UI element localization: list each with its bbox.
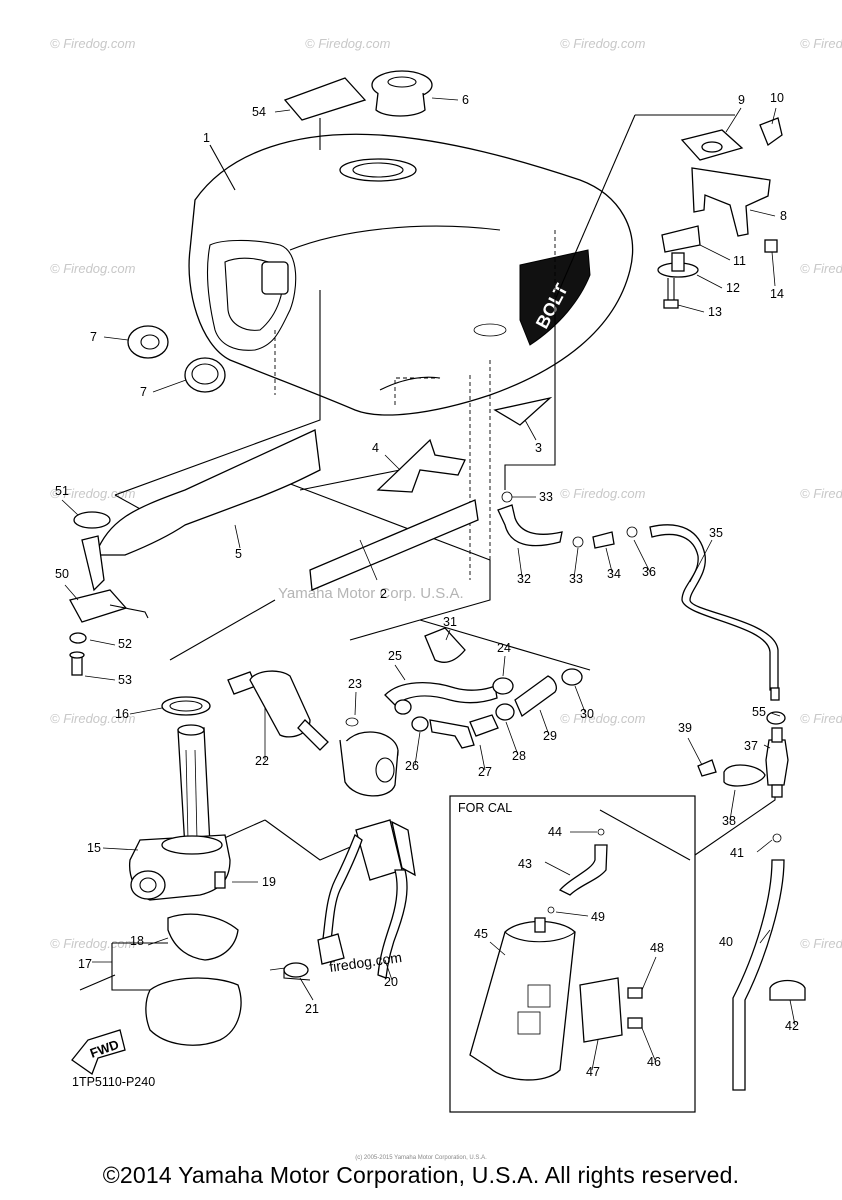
callout-number: 11 bbox=[733, 254, 746, 268]
callout-number: 7 bbox=[140, 385, 147, 399]
rear-bracket bbox=[657, 117, 783, 309]
watermark: © Firedog.com bbox=[50, 936, 136, 951]
callout-number: 9 bbox=[738, 93, 745, 107]
callout-number: 32 bbox=[517, 572, 531, 586]
callout-number: 33 bbox=[539, 490, 553, 504]
callout-number: 20 bbox=[384, 975, 398, 989]
callout-number: 51 bbox=[55, 484, 69, 498]
callout-number: 36 bbox=[642, 565, 656, 579]
callout-number: 46 bbox=[647, 1055, 661, 1069]
callout-number: 54 bbox=[252, 105, 266, 119]
callout-number: 52 bbox=[118, 637, 132, 651]
callout-number: 3 bbox=[535, 441, 542, 455]
right-side-parts bbox=[697, 711, 806, 1091]
callout-number: 21 bbox=[305, 1002, 319, 1016]
callout-number: 33 bbox=[569, 572, 583, 586]
callout-number: 49 bbox=[591, 910, 605, 924]
box-title: FOR CAL bbox=[458, 801, 512, 815]
callout-number: 16 bbox=[115, 707, 129, 721]
watermark: © Firedog.com bbox=[800, 936, 842, 951]
callout-number: 43 bbox=[518, 857, 532, 871]
center-watermark: Yamaha Motor Corp. U.S.A. bbox=[278, 585, 464, 602]
for-cal-box: FOR CAL bbox=[449, 795, 696, 1113]
watermarks: © Firedog.com © Firedog.com © Firedog.co… bbox=[50, 36, 842, 951]
watermark: © Firedog.com bbox=[305, 36, 391, 51]
callout-number: 6 bbox=[462, 93, 469, 107]
watermark: © Firedog.com bbox=[800, 36, 842, 51]
callout-number: 7 bbox=[90, 330, 97, 344]
callout-number: 18 bbox=[130, 934, 144, 948]
callout-number: 48 bbox=[650, 941, 664, 955]
petcock-parts bbox=[69, 511, 149, 676]
leader-lines bbox=[79, 114, 776, 991]
callout-number: 22 bbox=[255, 754, 269, 768]
callout-number: 28 bbox=[512, 749, 526, 763]
callout-number: 14 bbox=[770, 287, 784, 301]
callout-number: 1 bbox=[203, 131, 210, 145]
callout-number: 2 bbox=[380, 587, 387, 601]
callout-number: 47 bbox=[586, 1065, 600, 1079]
callout-number: 13 bbox=[708, 305, 722, 319]
fwd-arrow-icon: FWD bbox=[71, 1029, 126, 1076]
callout-number: 35 bbox=[709, 526, 723, 540]
callout-numbers: 1 2 3 4 5 6 7 7 8 9 10 11 12 13 14 15 16… bbox=[55, 91, 799, 1079]
callout-number: 50 bbox=[55, 567, 69, 581]
vent-hoses bbox=[497, 491, 780, 701]
callout-number: 25 bbox=[388, 649, 402, 663]
callout-number: 39 bbox=[678, 721, 692, 735]
copyright-footer: ©2014 Yamaha Motor Corporation, U.S.A. A… bbox=[102, 1162, 740, 1188]
callout-number: 37 bbox=[744, 739, 758, 753]
watermark: © Firedog.com bbox=[50, 36, 136, 51]
fuel-cap bbox=[371, 70, 433, 117]
callout-number: 34 bbox=[607, 567, 621, 581]
solenoid-valve: firedog.com bbox=[283, 819, 416, 981]
callout-number: 45 bbox=[474, 927, 488, 941]
callout-number: 40 bbox=[719, 935, 733, 949]
callout-number: 5 bbox=[235, 547, 242, 561]
callout-number: 27 bbox=[478, 765, 492, 779]
watermark: © Firedog.com bbox=[800, 261, 842, 276]
callout-number: 26 bbox=[405, 759, 419, 773]
bolt-badge-stripe bbox=[519, 249, 591, 346]
part-code: 1TP5110-P240 bbox=[72, 1075, 155, 1089]
callout-number: 38 bbox=[722, 814, 736, 828]
fuel-tank: BOLT bbox=[188, 133, 634, 416]
footer-small-print: (c) 2005-2015 Yamaha Motor Corporation, … bbox=[355, 1155, 487, 1161]
callout-leaders bbox=[61, 97, 796, 1071]
watermark: © Firedog.com bbox=[800, 711, 842, 726]
watermark: © Firedog.com bbox=[560, 36, 646, 51]
watermark: © Firedog.com bbox=[50, 261, 136, 276]
watermark: © Firedog.com bbox=[50, 486, 136, 501]
watermark: © Firedog.com bbox=[560, 486, 646, 501]
callout-number: 41 bbox=[730, 846, 744, 860]
callout-number: 17 bbox=[78, 957, 92, 971]
fuel-cock bbox=[111, 724, 242, 1046]
callout-number: 30 bbox=[580, 707, 594, 721]
heat-shields bbox=[94, 77, 553, 591]
watermark: © Firedog.com bbox=[560, 711, 646, 726]
fuel-filter bbox=[161, 670, 399, 797]
fuel-pipes bbox=[384, 627, 583, 749]
callout-number: 24 bbox=[497, 641, 511, 655]
damper-grommets bbox=[127, 325, 226, 393]
watermark: © Firedog.com bbox=[800, 486, 842, 501]
callout-number: 12 bbox=[726, 281, 740, 295]
callout-number: 10 bbox=[770, 91, 784, 105]
callout-number: 31 bbox=[443, 615, 457, 629]
watermark: © Firedog.com bbox=[50, 711, 136, 726]
callout-number: 55 bbox=[752, 705, 766, 719]
callout-number: 29 bbox=[543, 729, 557, 743]
callout-number: 4 bbox=[372, 441, 379, 455]
callout-number: 15 bbox=[87, 841, 101, 855]
callout-number: 53 bbox=[118, 673, 132, 687]
callout-number: 19 bbox=[262, 875, 276, 889]
callout-number: 42 bbox=[785, 1019, 799, 1033]
callout-number: 44 bbox=[548, 825, 562, 839]
callout-number: 23 bbox=[348, 677, 362, 691]
callout-number: 8 bbox=[780, 209, 787, 223]
